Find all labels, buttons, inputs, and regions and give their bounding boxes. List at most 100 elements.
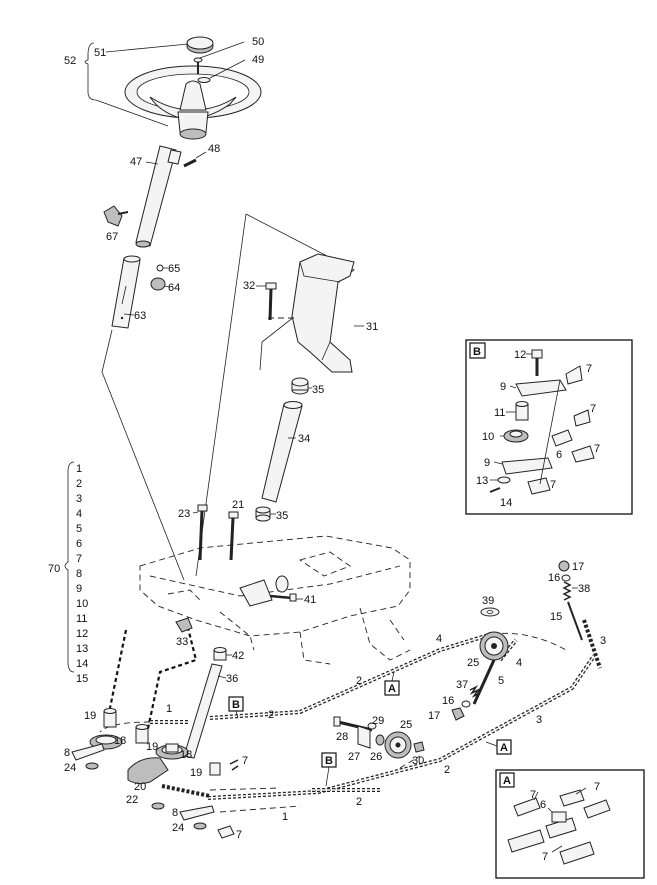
- arm-8-lower: [179, 805, 215, 821]
- spring-38: [562, 581, 572, 601]
- group-70-item: 15: [76, 673, 88, 685]
- frame-bracket: [239, 575, 289, 607]
- label-4-upper: 4: [436, 633, 442, 645]
- bushing-42: [213, 647, 227, 661]
- inset-b-label-10: 10: [482, 431, 494, 443]
- label-42: 42: [232, 650, 244, 662]
- group-70-item: 3: [76, 493, 82, 505]
- bolt-21: [228, 511, 239, 561]
- label-19-right: 19: [190, 767, 202, 779]
- label-36: 36: [226, 673, 238, 685]
- label-27: 27: [348, 751, 360, 763]
- inset-b-label-7-right-lower: 7: [594, 443, 600, 455]
- inset-a: A 6 7 7 7: [495, 769, 645, 879]
- label-2-right: 2: [444, 764, 450, 776]
- label-18-left: 18: [114, 735, 126, 747]
- nut-17: [451, 707, 465, 721]
- label-20: 20: [134, 781, 146, 793]
- bushing-upper: [291, 377, 309, 395]
- callout-a-lower: A: [485, 739, 512, 755]
- steering-cap: [186, 36, 214, 54]
- clamp-screw: [156, 264, 164, 272]
- steering-wheel: [124, 65, 262, 140]
- label-65: 65: [168, 263, 180, 275]
- callout-b-lower-text: B: [325, 755, 333, 767]
- label-16-right: 16: [548, 572, 560, 584]
- guide-line: [144, 619, 198, 739]
- nut-33: [175, 617, 193, 633]
- inset-b-label-6: 6: [556, 449, 562, 461]
- label-28: 28: [336, 731, 348, 743]
- label-7-upper: 7: [242, 755, 248, 767]
- sector-gear-20: [127, 757, 169, 785]
- label-47: 47: [130, 156, 142, 168]
- clamp-collar: [150, 277, 166, 291]
- clip-7-lower: [217, 825, 235, 839]
- group-52-bracket: [84, 42, 97, 101]
- label-19-mid: 19: [146, 741, 158, 753]
- steering-tube: [261, 401, 303, 503]
- label-32: 32: [243, 280, 255, 292]
- steering-sleeve: [111, 255, 141, 329]
- label-31: 31: [366, 321, 378, 333]
- steering-console: [268, 253, 355, 373]
- roll-pin: [183, 158, 197, 168]
- drag-link: [567, 601, 583, 641]
- tractor-frame: [139, 535, 411, 665]
- label-7-lower: 7: [236, 829, 242, 841]
- callout-a-upper-text: A: [388, 683, 396, 695]
- label-25-upper: 25: [467, 657, 479, 669]
- label-4-right: 4: [516, 657, 522, 669]
- inset-b-label: B: [473, 346, 481, 358]
- label-50: 50: [252, 36, 264, 48]
- label-29: 29: [372, 715, 384, 727]
- pinion-19-right: [209, 762, 221, 776]
- inset-a-label: A: [503, 775, 511, 787]
- sprocket-idler: [384, 731, 412, 759]
- label-30: 30: [412, 755, 424, 767]
- label-24-lower: 24: [172, 822, 184, 834]
- label-1-upper: 1: [166, 703, 172, 715]
- group-70-item: 7: [76, 553, 82, 565]
- nut-24-lower: [193, 822, 207, 830]
- washer-16-right: [561, 574, 571, 582]
- nut-22: [151, 802, 165, 810]
- nut-24-left: [85, 762, 99, 770]
- label-22: 22: [126, 794, 138, 806]
- label-5: 5: [498, 675, 504, 687]
- callout-b-lower: B: [321, 752, 337, 787]
- label-3-lower: 3: [536, 714, 542, 726]
- group-70-item: 12: [76, 628, 88, 640]
- label-25-lower: 25: [400, 719, 412, 731]
- label-39: 39: [482, 595, 494, 607]
- label-21: 21: [232, 499, 244, 511]
- inset-a-label-7-bottom: 7: [542, 851, 548, 863]
- label-17-mid: 17: [428, 710, 440, 722]
- label-15: 15: [550, 611, 562, 623]
- shaft-key: [103, 205, 129, 227]
- chain-guide: [219, 805, 301, 813]
- label-34: 34: [298, 433, 310, 445]
- group-70-item: 9: [76, 583, 82, 595]
- group-70-item: 14: [76, 658, 88, 670]
- inset-b-label-14: 14: [500, 497, 512, 509]
- inset-b-label-7-right: 7: [590, 403, 596, 415]
- callout-b-upper: B: [228, 696, 244, 719]
- sprocket-upper: [479, 631, 509, 661]
- label-33: 33: [176, 636, 188, 648]
- inset-b-label-7-bottom: 7: [550, 479, 556, 491]
- label-63: 63: [134, 310, 146, 322]
- label-52: 52: [64, 55, 76, 67]
- bolt-41: [269, 593, 297, 602]
- inset-b-label-7-top: 7: [586, 363, 592, 375]
- inset-b-label-12: 12: [514, 349, 526, 361]
- label-64: 64: [168, 282, 180, 294]
- label-35-lower: 35: [276, 510, 288, 522]
- label-24-left: 24: [64, 762, 76, 774]
- group-70-item: 4: [76, 508, 82, 520]
- tie-rod: [472, 659, 496, 705]
- label-3-right: 3: [600, 635, 606, 647]
- label-2-mid: 2: [356, 675, 362, 687]
- callout-a-lower-text: A: [500, 742, 508, 754]
